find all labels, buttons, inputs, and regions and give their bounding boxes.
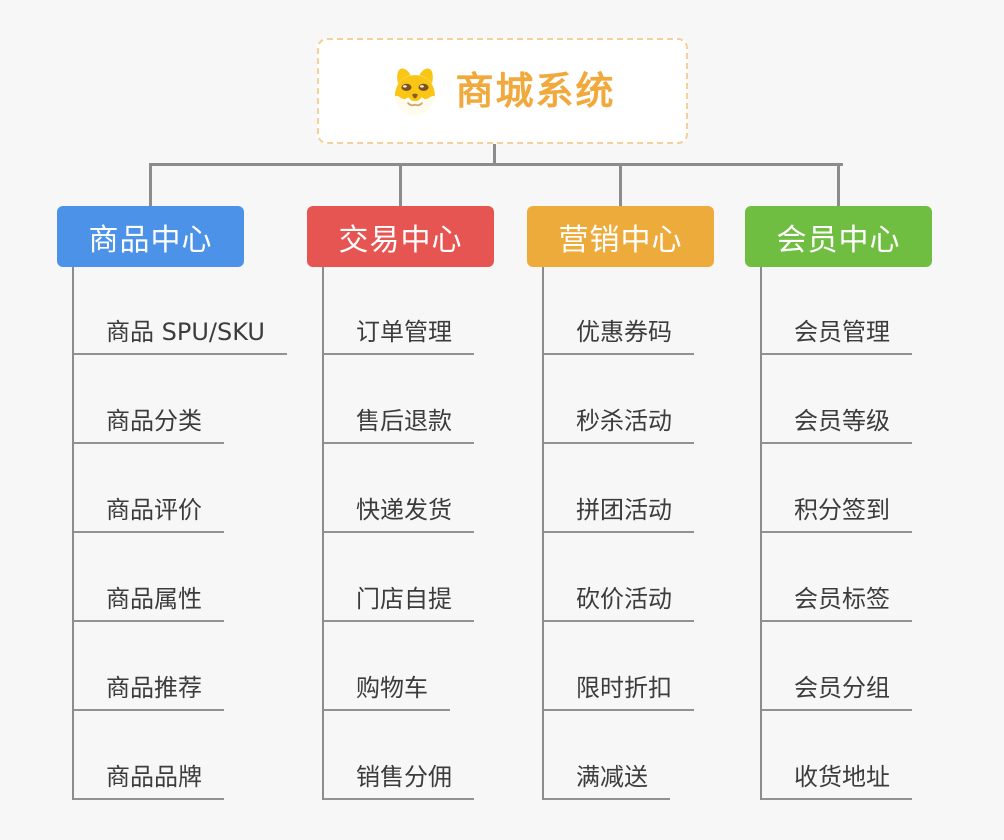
connector-branch-drop — [399, 166, 402, 206]
child-node[interactable]: 售后退款 — [324, 355, 474, 444]
child-node[interactable]: 会员管理 — [762, 267, 912, 355]
branch-node-2[interactable]: 交易中心 — [307, 206, 494, 267]
child-node[interactable]: 秒杀活动 — [544, 355, 694, 444]
child-node[interactable]: 商品评价 — [74, 444, 287, 533]
child-node-label: 会员管理 — [762, 320, 912, 355]
branch-children-column: 优惠券码秒杀活动拼团活动砍价活动限时折扣满减送 — [542, 267, 694, 800]
connector-horizontal-rail — [149, 163, 843, 166]
child-node-label: 收货地址 — [762, 765, 912, 800]
child-node[interactable]: 商品推荐 — [74, 622, 287, 711]
child-node-label: 商品属性 — [74, 587, 224, 622]
child-node[interactable]: 满减送 — [544, 711, 694, 800]
child-node[interactable]: 订单管理 — [324, 267, 474, 355]
child-node-label: 砍价活动 — [544, 587, 694, 622]
child-node[interactable]: 会员等级 — [762, 355, 912, 444]
child-node-label: 秒杀活动 — [544, 409, 694, 444]
child-node-label: 商品评价 — [74, 498, 224, 533]
child-node-label: 门店自提 — [324, 587, 474, 622]
child-node[interactable]: 商品 SPU/SKU — [74, 267, 287, 355]
branch-node-4[interactable]: 会员中心 — [745, 206, 932, 267]
child-node[interactable]: 砍价活动 — [544, 533, 694, 622]
branch-children-column: 会员管理会员等级积分签到会员标签会员分组收货地址 — [760, 267, 912, 800]
connector-branch-drop — [837, 166, 840, 206]
child-node-label: 会员等级 — [762, 409, 912, 444]
dog-face-icon — [389, 65, 441, 117]
child-node-label: 优惠券码 — [544, 320, 694, 355]
child-node[interactable]: 收货地址 — [762, 711, 912, 800]
child-node-label: 销售分佣 — [324, 765, 474, 800]
child-node-label: 拼团活动 — [544, 498, 694, 533]
connector-root-stub — [493, 144, 496, 163]
root-node[interactable]: 商城系统 — [317, 38, 688, 144]
child-node-label: 售后退款 — [324, 409, 474, 444]
child-node[interactable]: 商品属性 — [74, 533, 287, 622]
child-node-label: 商品分类 — [74, 409, 224, 444]
root-title: 商城系统 — [455, 69, 616, 113]
child-node[interactable]: 门店自提 — [324, 533, 474, 622]
child-node-label: 积分签到 — [762, 498, 912, 533]
child-node-label: 购物车 — [324, 676, 450, 711]
child-node-label: 限时折扣 — [544, 676, 694, 711]
child-node-label: 满减送 — [544, 765, 670, 800]
child-node-label: 商品品牌 — [74, 765, 224, 800]
child-node[interactable]: 限时折扣 — [544, 622, 694, 711]
child-node-label: 会员分组 — [762, 676, 912, 711]
child-node[interactable]: 商品分类 — [74, 355, 287, 444]
child-node[interactable]: 拼团活动 — [544, 444, 694, 533]
connector-branch-drop — [149, 166, 152, 206]
child-node-label: 快递发货 — [324, 498, 474, 533]
branch-children-column: 商品 SPU/SKU 商品分类商品评价商品属性商品推荐商品品牌 — [72, 267, 287, 800]
child-node-label: 商品 SPU/SKU — [74, 320, 287, 355]
branch-node-1[interactable]: 商品中心 — [57, 206, 244, 267]
child-node[interactable]: 会员标签 — [762, 533, 912, 622]
branch-node-3[interactable]: 营销中心 — [527, 206, 714, 267]
child-node[interactable]: 会员分组 — [762, 622, 912, 711]
child-node[interactable]: 购物车 — [324, 622, 474, 711]
child-node[interactable]: 销售分佣 — [324, 711, 474, 800]
child-node[interactable]: 商品品牌 — [74, 711, 287, 800]
child-node[interactable]: 快递发货 — [324, 444, 474, 533]
child-node-label: 订单管理 — [324, 320, 474, 355]
child-node-label: 商品推荐 — [74, 676, 224, 711]
child-node[interactable]: 优惠券码 — [544, 267, 694, 355]
branch-children-column: 订单管理售后退款快递发货门店自提购物车销售分佣 — [322, 267, 474, 800]
connector-branch-drop — [619, 166, 622, 206]
child-node[interactable]: 积分签到 — [762, 444, 912, 533]
child-node-label: 会员标签 — [762, 587, 912, 622]
